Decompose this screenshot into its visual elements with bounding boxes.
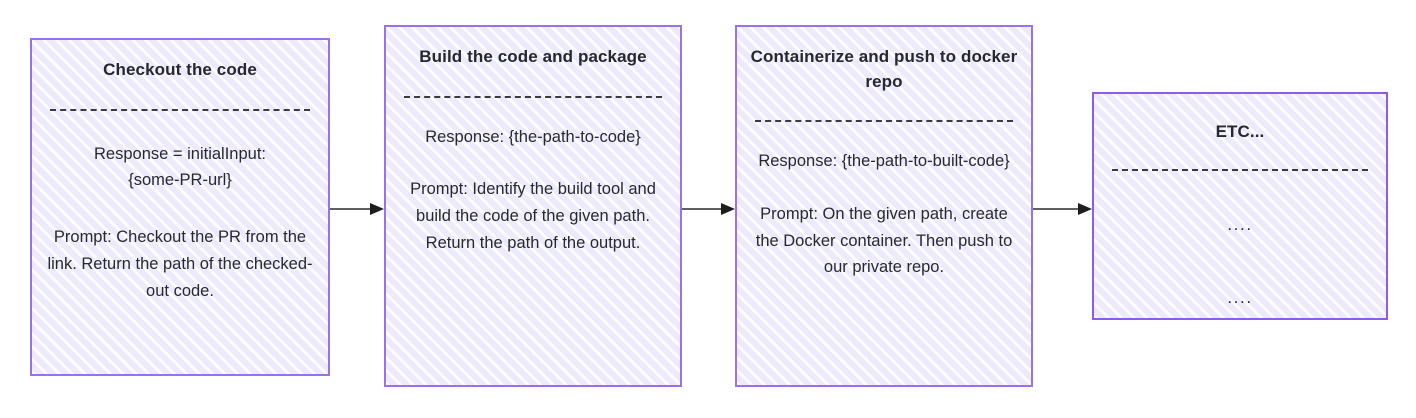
flow-node-divider <box>755 120 1013 123</box>
flow-node-checkout[interactable]: Checkout the code Response = initialInpu… <box>30 38 330 376</box>
flow-node-body: Response: {the-path-to-code} Prompt: Ide… <box>398 98 668 373</box>
flow-node-title: Containerize and push to docker repo <box>750 47 1018 91</box>
flow-node-title: ETC... <box>1215 122 1265 141</box>
flow-arrow-build-to-containerize <box>682 200 737 218</box>
flow-node-divider <box>50 108 310 111</box>
flow-node-prompt: .... <box>1227 288 1253 308</box>
flow-node-title: Build the code and package <box>419 47 647 66</box>
flow-node-prompt: Prompt: On the given path, create the Do… <box>755 205 1013 277</box>
flow-arrow-containerize-to-etc <box>1033 200 1094 218</box>
flow-node-body: Response: {the-path-to-built-code} Promp… <box>749 122 1019 373</box>
flow-node-prompt: Prompt: Checkout the PR from the link. R… <box>47 228 313 300</box>
flow-node-build[interactable]: Build the code and package Response: {th… <box>384 25 682 387</box>
flow-node-title: Checkout the code <box>103 60 257 79</box>
flow-node-response: Response = initialInput: {some-PR-url} <box>94 144 266 190</box>
flow-node-body: .... .... <box>1106 171 1374 318</box>
flow-node-prompt: Prompt: Identify the build tool and buil… <box>410 180 656 252</box>
flow-node-divider <box>1112 168 1368 171</box>
flow-node-response: Response: {the-path-to-built-code} <box>758 152 1010 171</box>
flow-node-divider <box>404 95 662 98</box>
flow-node-etc[interactable]: ETC... .... .... <box>1092 92 1388 320</box>
flow-node-containerize[interactable]: Containerize and push to docker repo Res… <box>735 25 1033 387</box>
flow-node-body: Response = initialInput: {some-PR-url} P… <box>44 111 316 362</box>
flow-node-response: Response: {the-path-to-code} <box>425 127 641 146</box>
flow-arrow-checkout-to-build <box>330 200 386 218</box>
flow-node-response: .... <box>1227 214 1253 234</box>
